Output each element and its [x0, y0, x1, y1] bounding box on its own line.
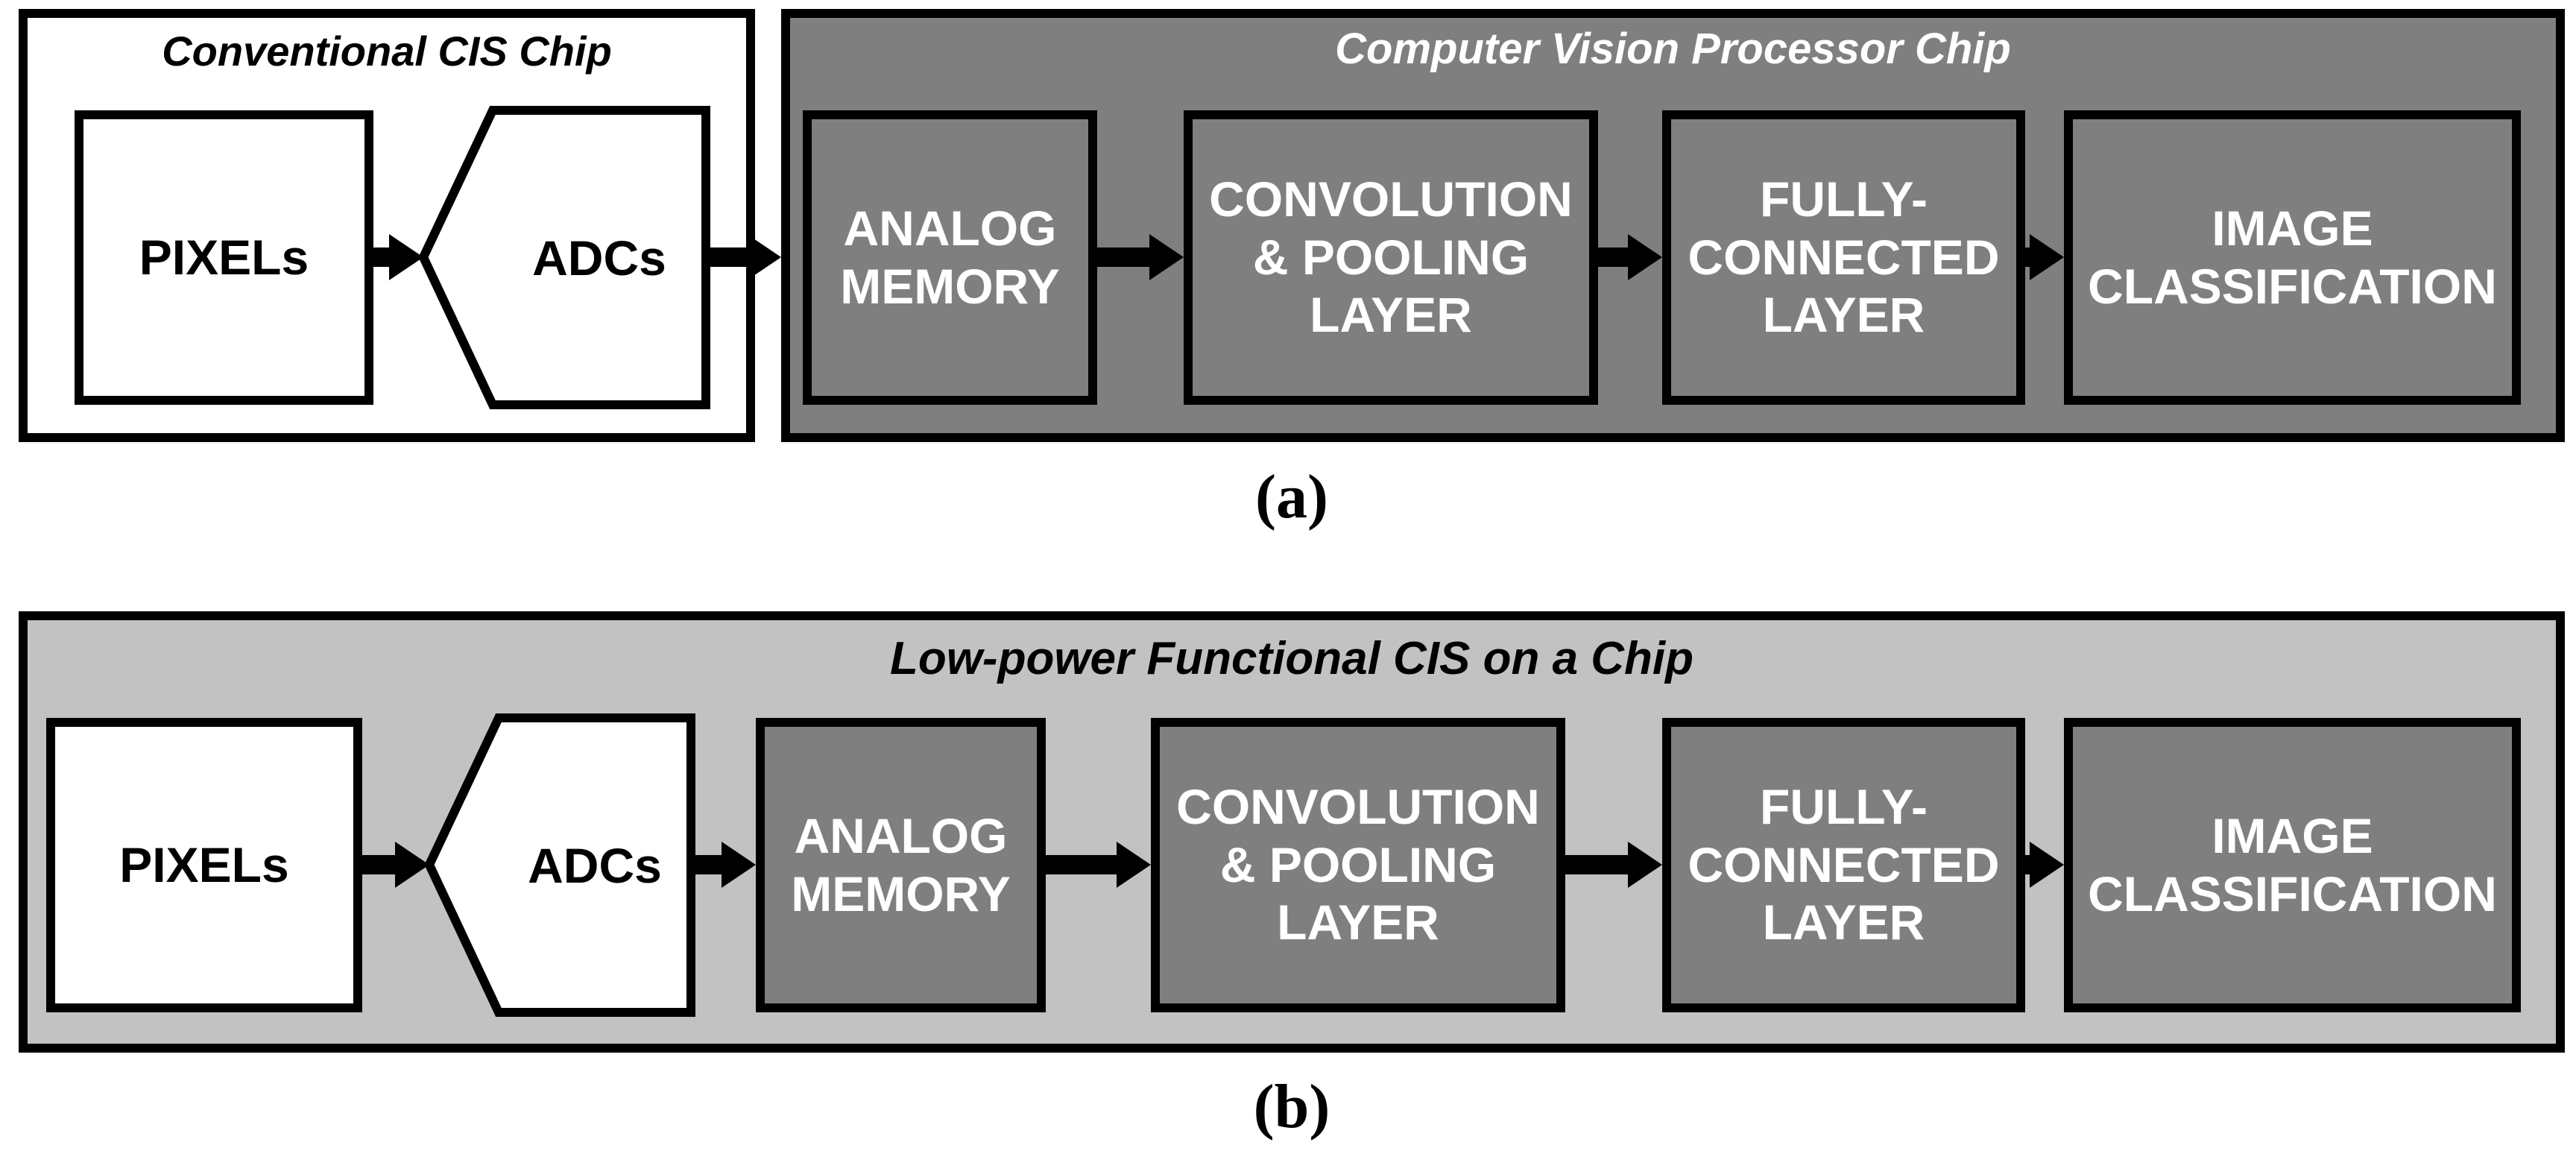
arrow-fc-to-image-b: [2025, 842, 2064, 888]
block-image-classification-a: IMAGE CLASSIFICATION: [2064, 110, 2521, 405]
block-fully-connected-b: FULLY- CONNECTED LAYER: [1662, 718, 2025, 1012]
arrow-fc-to-image-a: [2025, 234, 2064, 280]
block-adcs-b: ADCs: [528, 837, 662, 893]
block-adcs-a: ADCs: [532, 230, 666, 286]
conventional-cis-chip-title: Conventional CIS Chip: [162, 28, 612, 75]
arrow-pixels-to-adcs-a: [373, 234, 423, 280]
arrow-analog-to-convolution-b: [1046, 842, 1151, 888]
block-convolution-pooling-a: CONVOLUTION & POOLING LAYER: [1184, 110, 1598, 405]
panel-b-label: (b): [1253, 1072, 1330, 1141]
arrow-adcs-to-analog-b: [691, 842, 756, 888]
arrow-adcs-to-processor-a: [706, 234, 781, 280]
arrow-convolution-to-fc-a: [1598, 234, 1662, 280]
arrow-convolution-to-fc-b: [1565, 842, 1662, 888]
low-power-cis-chip-title: Low-power Functional CIS on a Chip: [889, 633, 1694, 684]
block-analog-memory-b: ANALOG MEMORY: [756, 718, 1046, 1012]
arrow-analog-to-convolution-a: [1097, 234, 1184, 280]
block-convolution-pooling-b: CONVOLUTION & POOLING LAYER: [1151, 718, 1565, 1012]
block-pixels-b: PIXELs: [46, 718, 362, 1012]
arrow-pixels-to-adcs-b: [362, 842, 429, 888]
cv-processor-chip-title: Computer Vision Processor Chip: [1335, 25, 2011, 73]
block-fully-connected-a: FULLY- CONNECTED LAYER: [1662, 110, 2025, 405]
panel-a-label: (a): [1255, 462, 1328, 532]
block-analog-memory-a: ANALOG MEMORY: [803, 110, 1097, 405]
block-pixels-a: PIXELs: [75, 110, 373, 405]
block-image-classification-b: IMAGE CLASSIFICATION: [2064, 718, 2521, 1012]
